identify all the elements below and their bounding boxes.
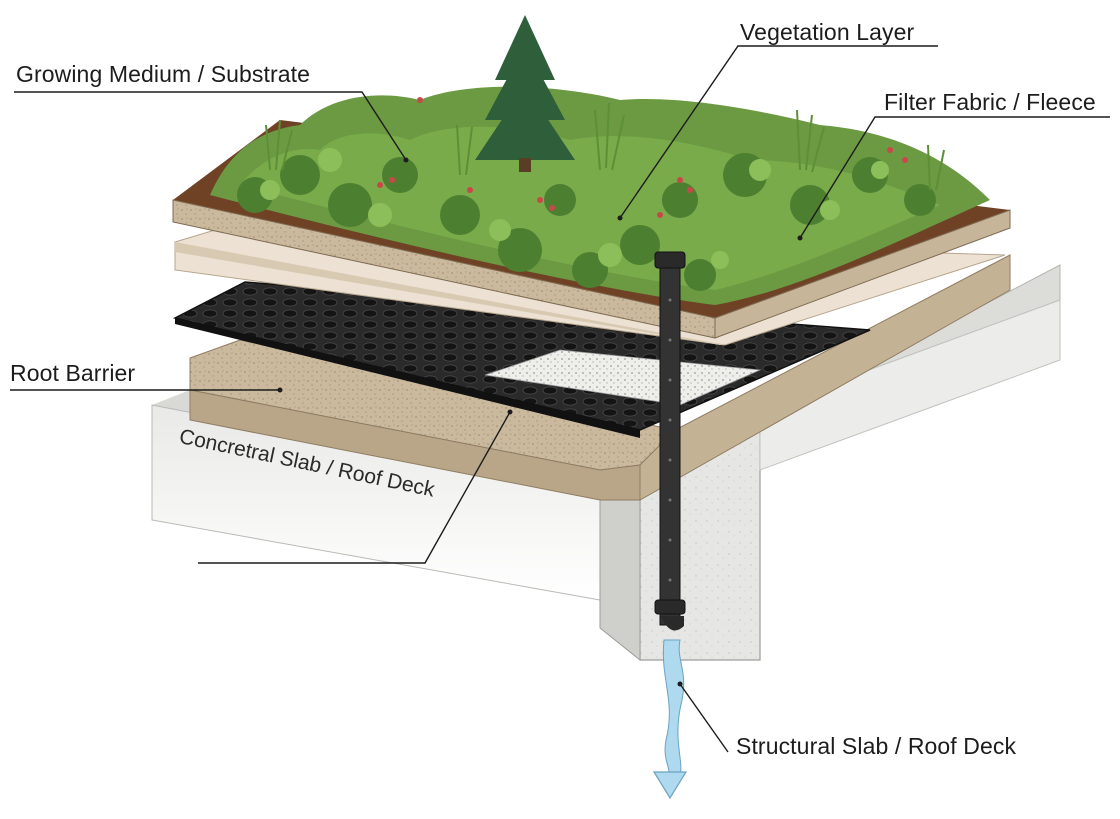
drain-pipe [654, 251, 686, 631]
label-vegetation-layer: Vegetation Layer [740, 19, 915, 45]
label-structural-slab: Structural Slab / Roof Deck [736, 733, 1017, 759]
vegetation [210, 15, 990, 305]
label-filter-fabric: Filter Fabric / Fleece [884, 89, 1096, 115]
leader-dots [277, 157, 803, 687]
label-growing-medium: Growing Medium / Substrate [16, 61, 311, 87]
conifer-tree [475, 15, 575, 172]
label-root-barrier: Root Barrier [10, 360, 136, 386]
protection-layer [189, 254, 1011, 501]
leader-lines [10, 45, 1110, 753]
water-outflow [652, 639, 688, 800]
